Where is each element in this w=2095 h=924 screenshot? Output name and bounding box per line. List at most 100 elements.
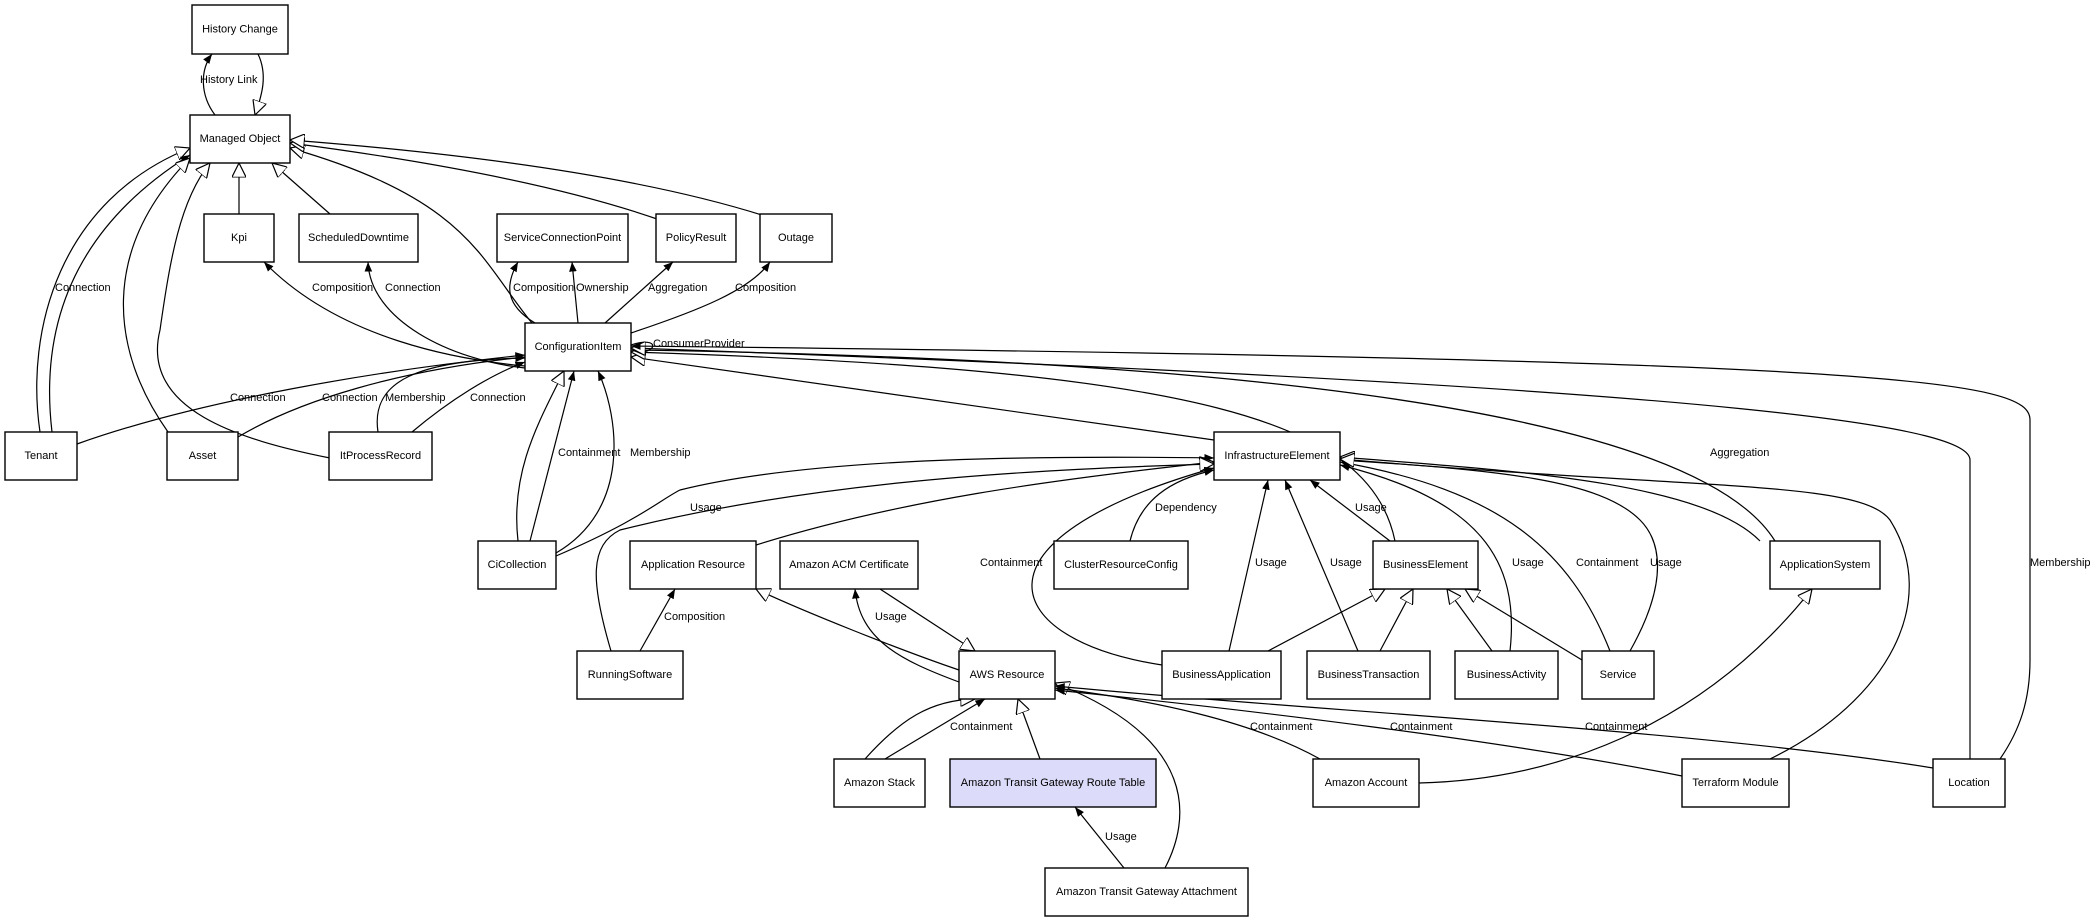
filled-arrow-icon — [1054, 687, 1683, 777]
inheritance-edge-ci_collection-to-configuration_item — [516, 371, 564, 542]
node-label: Amazon Account — [1325, 777, 1408, 789]
node-amazon-account[interactable]: Amazon Account — [1312, 758, 1420, 808]
node-box[interactable] — [833, 758, 926, 808]
node-box[interactable] — [759, 213, 833, 263]
node-application-system[interactable]: ApplicationSystem — [1769, 540, 1881, 590]
node-terraform-module[interactable]: Terraform Module — [1681, 758, 1790, 808]
inheritance-edge-service-to-business_element — [1465, 589, 1583, 661]
node-it-process-record[interactable]: ItProcessRecord — [328, 431, 433, 481]
association-edge-ci_collection-to-configuration_item — [529, 370, 576, 542]
node-ci-collection[interactable]: CiCollection — [477, 540, 557, 590]
filled-arrow-icon — [852, 588, 960, 683]
node-box[interactable] — [524, 322, 632, 372]
association-edge-business_application-to-infrastructure_element — [1228, 479, 1270, 652]
filled-arrow-icon — [630, 346, 1776, 542]
node-box[interactable] — [1581, 650, 1655, 700]
node-outage[interactable]: Outage — [759, 213, 833, 263]
node-box[interactable] — [958, 650, 1056, 700]
node-box[interactable] — [779, 540, 919, 590]
edge-label: Connection — [470, 392, 526, 404]
node-box[interactable] — [949, 758, 1157, 808]
filled-arrow-icon — [1339, 459, 1611, 652]
node-amazon-acm-certificate[interactable]: Amazon ACM Certificate — [779, 540, 919, 590]
node-amazon-transit-gateway-attachment[interactable]: Amazon Transit Gateway Attachment — [1044, 867, 1249, 917]
node-box[interactable] — [4, 431, 78, 481]
node-box[interactable] — [189, 114, 291, 164]
edge-label: Membership — [630, 447, 691, 459]
node-box[interactable] — [1932, 758, 2006, 808]
node-business-application[interactable]: BusinessApplication — [1161, 650, 1282, 700]
hollow-arrow-icon — [595, 464, 1214, 652]
node-label: ConfigurationItem — [535, 341, 622, 353]
filled-arrow-icon — [639, 588, 676, 652]
node-box[interactable] — [166, 431, 239, 481]
node-location[interactable]: Location — [1932, 758, 2006, 808]
node-box[interactable] — [1372, 540, 1479, 590]
node-box[interactable] — [477, 540, 557, 590]
filled-arrow-icon — [376, 354, 526, 433]
node-label: Location — [1948, 777, 1990, 789]
node-history-change[interactable]: History Change — [191, 4, 289, 55]
hollow-arrow-icon — [36, 148, 190, 433]
node-label: Amazon Transit Gateway Route Table — [961, 777, 1145, 789]
node-box[interactable] — [298, 213, 419, 263]
node-box[interactable] — [1044, 867, 1249, 917]
node-box[interactable] — [203, 213, 275, 263]
inheritance-edge-business_activity-to-business_element — [1447, 589, 1493, 652]
node-amazon-transit-gateway-route-table[interactable]: Amazon Transit Gateway Route Table — [949, 758, 1157, 808]
association-edge-configuration_item-to-service_connection_point — [569, 261, 579, 324]
node-business-activity[interactable]: BusinessActivity — [1454, 650, 1559, 700]
node-infrastructure-element[interactable]: InfrastructureElement — [1213, 431, 1341, 481]
node-box[interactable] — [1053, 540, 1189, 590]
hollow-arrow-icon — [290, 148, 533, 324]
filled-arrow-icon — [1284, 479, 1359, 652]
node-box[interactable] — [655, 213, 737, 263]
node-box[interactable] — [1312, 758, 1420, 808]
node-cluster-resource-config[interactable]: ClusterResourceConfig — [1053, 540, 1189, 590]
node-business-element[interactable]: BusinessElement — [1372, 540, 1479, 590]
filled-arrow-icon — [237, 354, 526, 438]
filled-arrow-icon — [630, 261, 771, 334]
edge-label: Connection — [55, 282, 111, 294]
node-running-software[interactable]: RunningSoftware — [576, 650, 684, 700]
association-edge-tenant-to-configuration_item — [76, 352, 526, 445]
edge-label: Containment — [1585, 721, 1647, 733]
node-asset[interactable]: Asset — [166, 431, 239, 481]
node-box[interactable] — [576, 650, 684, 700]
hollow-arrow-icon — [516, 371, 564, 542]
hollow-arrow-icon — [864, 699, 975, 760]
edge-label: Connection — [385, 282, 441, 294]
association-edge-configuration_item-to-outage — [630, 261, 771, 334]
node-box[interactable] — [1681, 758, 1790, 808]
inheritance-edge-outage-to-managed_object — [290, 140, 766, 217]
node-amazon-stack[interactable]: Amazon Stack — [833, 758, 926, 808]
node-managed-object[interactable]: Managed Object — [189, 114, 291, 164]
node-service[interactable]: Service — [1581, 650, 1655, 700]
edge-label: Composition — [664, 611, 725, 623]
node-label: ApplicationSystem — [1780, 559, 1871, 571]
node-policy-result[interactable]: PolicyResult — [655, 213, 737, 263]
node-kpi[interactable]: Kpi — [203, 213, 275, 263]
node-business-transaction[interactable]: BusinessTransaction — [1306, 650, 1431, 700]
node-scheduled-downtime[interactable]: ScheduledDowntime — [298, 213, 419, 263]
filled-arrow-icon — [604, 261, 674, 324]
node-aws-resource[interactable]: AWS Resource — [958, 650, 1056, 700]
node-box[interactable] — [191, 4, 289, 55]
node-box[interactable] — [1306, 650, 1431, 700]
inheritance-edge-tenant-to-managed_object — [36, 148, 190, 433]
association-edge-it_process_record-to-configuration_item — [376, 354, 526, 433]
node-configuration-item[interactable]: ConfigurationItem — [524, 322, 632, 372]
association-edge-service-to-infrastructure_element — [1339, 459, 1611, 652]
node-application-resource[interactable]: Application Resource — [629, 540, 757, 590]
node-box[interactable] — [1213, 431, 1341, 481]
node-box[interactable] — [629, 540, 757, 590]
node-box[interactable] — [328, 431, 433, 481]
node-box[interactable] — [1769, 540, 1881, 590]
node-tenant[interactable]: Tenant — [4, 431, 78, 481]
node-box[interactable] — [1454, 650, 1559, 700]
node-label: AWS Resource — [970, 669, 1045, 681]
association-edge-amazon_stack-to-aws_resource — [884, 698, 986, 760]
node-box[interactable] — [1161, 650, 1282, 700]
node-box[interactable] — [496, 213, 629, 263]
node-service-connection-point[interactable]: ServiceConnectionPoint — [496, 213, 629, 263]
